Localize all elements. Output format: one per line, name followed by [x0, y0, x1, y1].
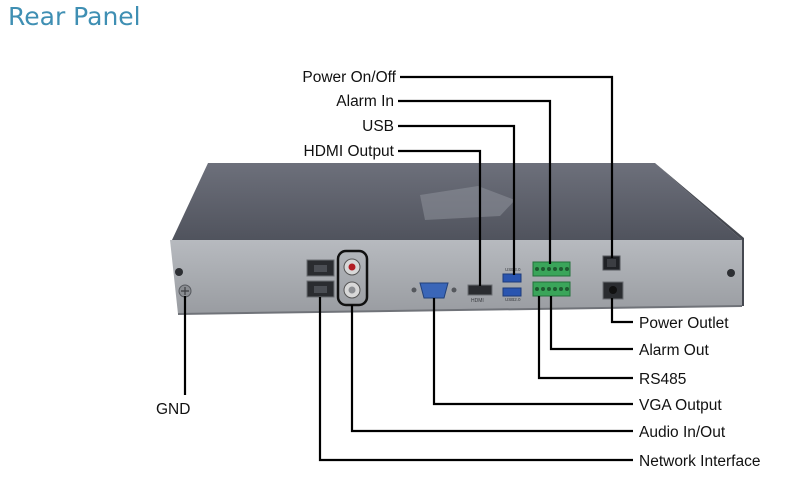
- terminal-pin: [553, 287, 557, 291]
- terminal-pins: [535, 267, 569, 291]
- terminal-pin: [565, 287, 569, 291]
- leader-usb: [398, 124, 516, 275]
- vga-port: [419, 282, 449, 299]
- screw-right: [727, 269, 735, 277]
- terminal-pin: [547, 287, 551, 291]
- screw-left: [175, 268, 183, 276]
- label-hdmi-output: HDMI Output: [304, 143, 395, 160]
- alarm-in-terminal-block: [532, 261, 571, 277]
- gnd-screw-slot: [181, 287, 189, 295]
- leader-hdmi-output: [398, 149, 482, 286]
- label-rs485: RS485: [639, 371, 686, 388]
- hdmi-port-mark: HDMI: [471, 298, 484, 304]
- leader-alarm-in: [398, 99, 552, 264]
- rca-audio-in-center: [348, 263, 356, 271]
- power-switch-rocker: [607, 259, 616, 267]
- usb-port-upper: [502, 273, 522, 283]
- leader-network-interface: [318, 297, 633, 462]
- label-vga-output: VGA Output: [639, 397, 722, 414]
- leader-rs485: [537, 296, 633, 380]
- terminal-pin: [535, 267, 539, 271]
- label-alarm-out: Alarm Out: [639, 342, 709, 359]
- label-gnd: GND: [156, 401, 190, 418]
- terminal-pin: [565, 267, 569, 271]
- label-audio-in-out: Audio In/Out: [639, 424, 726, 441]
- label-alarm-in: Alarm In: [336, 93, 394, 110]
- leader-power-outlet: [610, 298, 633, 324]
- leader-power-on-off: [400, 75, 614, 258]
- usb-port-lower: [502, 287, 522, 297]
- terminal-pin: [559, 267, 563, 271]
- terminal-pin: [541, 267, 545, 271]
- chassis-bottom-edge: [177, 305, 743, 315]
- rj45-lower-contacts: [314, 286, 327, 293]
- diagram-title: Rear Panel: [8, 2, 141, 31]
- usb-lower-mark: USB2.0: [505, 297, 521, 302]
- leader-vga-output: [432, 298, 633, 406]
- terminal-pin: [553, 267, 557, 271]
- label-usb: USB: [362, 118, 394, 135]
- label-power-on-off: Power On/Off: [302, 69, 396, 86]
- label-network-interface: Network Interface: [639, 453, 760, 470]
- rj45-upper-contacts: [314, 265, 327, 272]
- leader-alarm-out: [549, 296, 633, 351]
- terminal-pin: [547, 267, 551, 271]
- label-power-outlet: Power Outlet: [639, 315, 729, 332]
- hdmi-port: [467, 284, 493, 296]
- vga-screw-left: [411, 287, 417, 293]
- leader-audio-in-out: [350, 305, 633, 433]
- dc-jack-hole: [609, 286, 617, 294]
- cover-highlight: [420, 186, 515, 220]
- rca-audio-out-center: [348, 286, 356, 294]
- leader-lines: [183, 75, 633, 462]
- vga-screw-right: [451, 287, 457, 293]
- terminal-pin: [559, 287, 563, 291]
- terminal-pin: [541, 287, 545, 291]
- terminal-pin: [535, 287, 539, 291]
- chassis-back-plate: [170, 240, 742, 314]
